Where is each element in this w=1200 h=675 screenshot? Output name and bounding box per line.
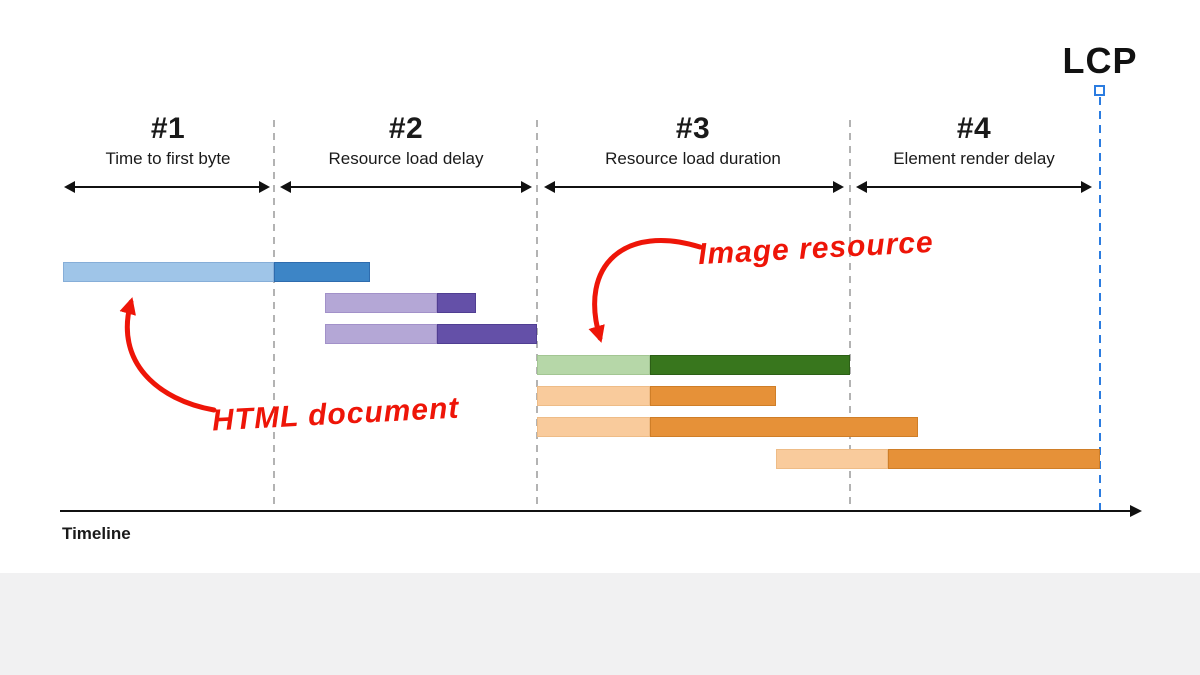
html-document-annotation: HTML document bbox=[211, 391, 461, 438]
bar-image-light bbox=[537, 355, 650, 375]
phase-4-header: #4 Element render delay bbox=[854, 112, 1094, 169]
lcp-marker-icon bbox=[1094, 85, 1105, 96]
legend-band: Document Stylesheet Script Image bbox=[0, 573, 1200, 675]
phase-2-label: Resource load delay bbox=[328, 149, 484, 168]
html-document-arrow-icon bbox=[119, 297, 217, 413]
phase-4-number: #4 bbox=[956, 112, 992, 145]
phase-separator-line bbox=[273, 120, 275, 512]
bar-stylesheet-light bbox=[325, 324, 437, 344]
phase-1-range-arrow-icon bbox=[64, 181, 270, 193]
phase-3-range-arrow-icon bbox=[544, 181, 844, 193]
phase-1-number: #1 bbox=[150, 112, 186, 145]
bar-script-dark bbox=[650, 417, 918, 437]
bar-script-light bbox=[537, 417, 650, 437]
bar-image-dark bbox=[650, 355, 850, 375]
phase-4-range-arrow-icon bbox=[856, 181, 1092, 193]
bar-document-light bbox=[63, 262, 274, 282]
image-resource-arrow-icon bbox=[588, 238, 703, 343]
bar-script-light bbox=[537, 386, 650, 406]
phase-separator-line bbox=[849, 120, 851, 512]
phase-3-header: #3 Resource load duration bbox=[573, 112, 813, 169]
bar-stylesheet-light bbox=[325, 293, 437, 313]
phase-3-label: Resource load duration bbox=[605, 149, 781, 168]
timeline-axis bbox=[60, 505, 1142, 517]
bar-script-light bbox=[776, 449, 888, 469]
bar-script-dark bbox=[888, 449, 1100, 469]
timeline-label: Timeline bbox=[62, 524, 131, 543]
phase-4-label: Element render delay bbox=[893, 149, 1055, 168]
phase-2-number: #2 bbox=[388, 112, 424, 145]
phase-2-range-arrow-icon bbox=[280, 181, 532, 193]
phase-1-header: #1 Time to first byte bbox=[48, 112, 288, 169]
phase-1-label: Time to first byte bbox=[105, 149, 231, 168]
lcp-label: LCP bbox=[1062, 40, 1138, 81]
image-resource-annotation: Image resource bbox=[697, 225, 935, 272]
bar-stylesheet-dark bbox=[437, 293, 476, 313]
phase-3-number: #3 bbox=[675, 112, 711, 145]
bar-stylesheet-dark bbox=[437, 324, 537, 344]
bar-document-dark bbox=[274, 262, 370, 282]
bar-script-dark bbox=[650, 386, 776, 406]
phase-separator-line bbox=[536, 120, 538, 512]
lcp-dashed-line bbox=[1099, 97, 1101, 512]
phase-2-header: #2 Resource load delay bbox=[286, 112, 526, 169]
